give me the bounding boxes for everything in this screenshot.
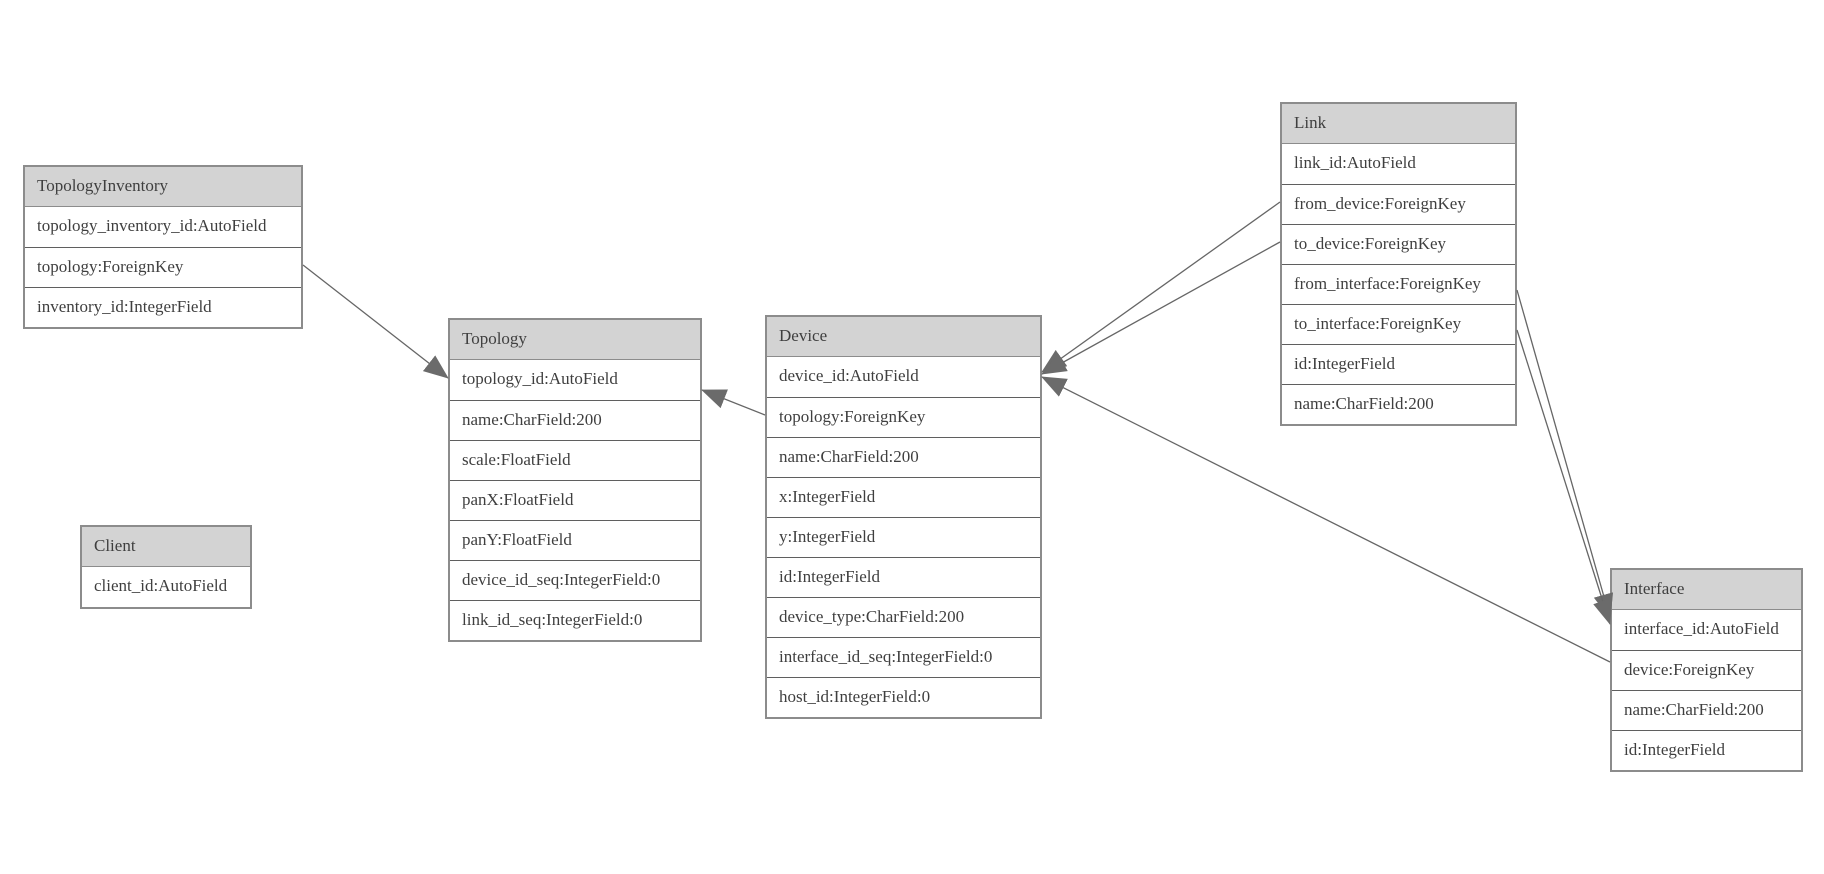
field-row: name:CharField:200: [450, 400, 700, 440]
field-row: client_id:AutoField: [82, 567, 250, 607]
field-row: from_device:ForeignKey: [1282, 184, 1515, 224]
field-row: inventory_id:IntegerField: [25, 287, 301, 327]
field-row: x:IntegerField: [767, 477, 1040, 517]
field-row: device_id_seq:IntegerField:0: [450, 560, 700, 600]
entity-title: Device: [767, 317, 1040, 357]
field-row: to_interface:ForeignKey: [1282, 304, 1515, 344]
fk-edge-link-to-interface: [1516, 329, 1613, 625]
field-row: link_id_seq:IntegerField:0: [450, 600, 700, 640]
field-row: link_id:AutoField: [1282, 144, 1515, 184]
fk-edge-link-to-device: [1041, 241, 1281, 375]
field-row: topology:ForeignKey: [767, 397, 1040, 437]
field-row: interface_id_seq:IntegerField:0: [767, 637, 1040, 677]
field-row: device:ForeignKey: [1612, 650, 1801, 690]
entity-title: Topology: [450, 320, 700, 360]
entity-title: Link: [1282, 104, 1515, 144]
field-row: topology:ForeignKey: [25, 247, 301, 287]
field-row: name:CharField:200: [1282, 384, 1515, 424]
field-row: panX:FloatField: [450, 480, 700, 520]
field-row: id:IntegerField: [1282, 344, 1515, 384]
field-row: scale:FloatField: [450, 440, 700, 480]
field-row: device_type:CharField:200: [767, 597, 1040, 637]
field-row: topology_inventory_id:AutoField: [25, 207, 301, 247]
field-row: id:IntegerField: [1612, 730, 1801, 770]
fk-edge-device-to-topology: [701, 389, 766, 416]
field-row: topology_id:AutoField: [450, 360, 700, 400]
field-row: interface_id:AutoField: [1612, 610, 1801, 650]
entity-title: Interface: [1612, 570, 1801, 610]
field-row: id:IntegerField: [767, 557, 1040, 597]
field-row: name:CharField:200: [767, 437, 1040, 477]
fk-edge-topologyinventory-to-topology: [302, 264, 449, 379]
fk-edge-link-to-interface: [1516, 289, 1614, 619]
field-row: y:IntegerField: [767, 517, 1040, 557]
field-row: host_id:IntegerField:0: [767, 677, 1040, 717]
entity-title: TopologyInventory: [25, 167, 301, 207]
field-row: panY:FloatField: [450, 520, 700, 560]
field-row: device_id:AutoField: [767, 357, 1040, 397]
field-row: to_device:ForeignKey: [1282, 224, 1515, 264]
field-row: from_interface:ForeignKey: [1282, 264, 1515, 304]
field-row: name:CharField:200: [1612, 690, 1801, 730]
entity-title: Client: [82, 527, 250, 567]
fk-edge-link-to-device: [1041, 201, 1281, 373]
